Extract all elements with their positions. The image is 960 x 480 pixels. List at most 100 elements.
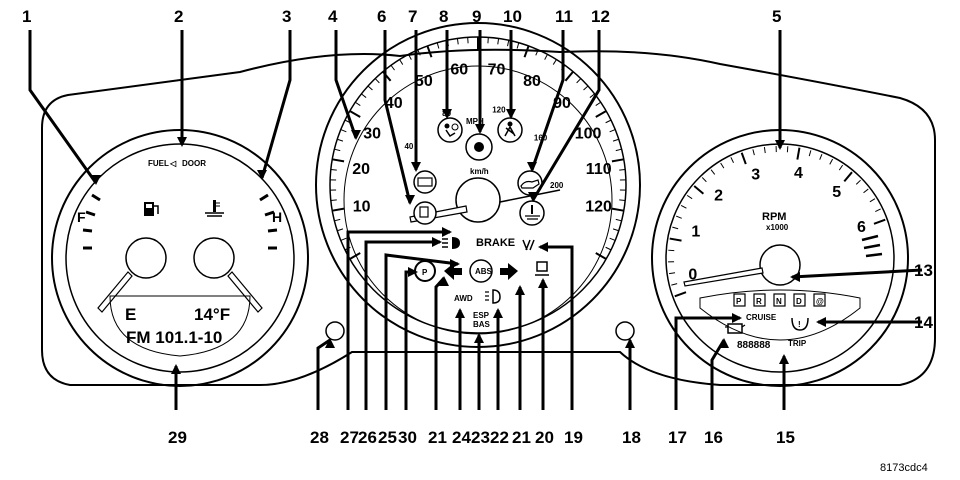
left-reset-button[interactable]: [325, 321, 345, 341]
arrowhead: [351, 130, 361, 140]
tach-tick: [669, 272, 676, 275]
parking-brake-icon: P: [414, 260, 436, 282]
arrowhead: [177, 137, 187, 147]
arrowhead: [625, 338, 635, 348]
speed-tick: [605, 119, 612, 124]
arrowhead: [515, 285, 525, 295]
abs-icon: ABS: [469, 259, 493, 283]
gear-box: [733, 293, 746, 307]
rpm-label: 0: [688, 266, 697, 283]
svg-text:ABS: ABS: [475, 267, 493, 276]
speed-tick: [417, 49, 421, 56]
mph-label: 30: [363, 126, 381, 143]
arrowhead: [475, 124, 485, 134]
callout-2: 2: [174, 7, 183, 26]
kmh-label: 160: [534, 134, 548, 143]
arrowhead: [442, 109, 452, 119]
callout-8: 8: [439, 7, 448, 26]
kmh-label: 40: [404, 142, 413, 151]
reference-code: 8173cdc4: [880, 462, 928, 474]
arrowhead: [816, 317, 826, 327]
tach-tick: [829, 158, 834, 165]
right-reset-button[interactable]: [615, 321, 635, 341]
svg-text:P: P: [422, 268, 428, 277]
speed-tick: [390, 64, 395, 71]
mph-label: 100: [575, 126, 602, 143]
mph-label: 70: [488, 61, 506, 78]
speed-tick: [612, 138, 619, 142]
fuel-pump-icon: [144, 202, 159, 216]
callout-28: 28: [310, 428, 329, 447]
leader-arrowheads: [91, 109, 826, 374]
speed-tick: [340, 129, 347, 133]
mph-label: 110: [586, 161, 612, 178]
cruise-label: CRUISE: [746, 313, 777, 322]
rpm-unit: RPM: [762, 211, 786, 223]
arrowhead: [439, 276, 449, 286]
speed-tick: [355, 101, 361, 107]
rpm-label: 3: [751, 166, 760, 183]
tach-tick: [869, 198, 876, 203]
arrowhead: [732, 313, 742, 323]
rpm-label: 2: [714, 187, 723, 204]
tach-tick: [669, 237, 682, 242]
fuel-icon: [413, 201, 437, 225]
tach-tick: [675, 215, 682, 219]
speed-tick: [576, 78, 582, 84]
arrowhead: [506, 109, 516, 119]
mph-label: 40: [385, 95, 403, 112]
tach-tick: [671, 283, 678, 286]
tach-tick: [693, 185, 705, 195]
callout-20: 20: [535, 428, 554, 447]
callout-18: 18: [622, 428, 641, 447]
callout-5: 5: [772, 7, 781, 26]
speed-tick: [619, 169, 626, 171]
door-label: DOOR: [182, 159, 206, 168]
fuel-temp-gauge: FUEL ◁ DOOR F H E 14°F FM 101.1-10: [51, 129, 309, 387]
arrowhead: [455, 308, 465, 318]
tach-tick: [863, 188, 869, 194]
arrowhead: [411, 162, 421, 172]
cluster-housing: [41, 48, 936, 386]
callout-16: 16: [704, 428, 723, 447]
arrowhead: [442, 227, 452, 237]
tach-tick: [855, 179, 861, 185]
mph-label: 80: [523, 73, 541, 90]
gear-label: @: [816, 297, 824, 306]
tach-tick: [843, 171, 853, 183]
rpm-multiplier: x1000: [766, 223, 789, 232]
kmh-label: 120: [492, 106, 506, 115]
speed-tick: [374, 78, 380, 84]
speed-tick: [456, 38, 459, 45]
tach-tick: [680, 204, 687, 209]
callout-10: 10: [503, 7, 522, 26]
radio-readout: FM 101.1-10: [126, 328, 222, 347]
callout-14: 14: [914, 313, 933, 332]
brake-label: BRAKE: [476, 237, 515, 249]
callout-6: 6: [377, 7, 386, 26]
callout-27: 27: [340, 428, 359, 447]
arrowhead: [719, 338, 729, 348]
arrowhead: [171, 364, 181, 374]
tach-tick: [740, 152, 747, 165]
speed-tick: [611, 158, 624, 163]
speed-tick: [583, 85, 589, 91]
arrowhead: [91, 175, 101, 185]
speed-tick: [337, 138, 344, 142]
tach-tick: [763, 147, 766, 154]
gear-box: [793, 293, 806, 307]
rpm-label: 4: [794, 165, 803, 182]
tach-tick: [873, 218, 886, 225]
speed-tick: [361, 93, 367, 98]
gear-box: [773, 293, 786, 307]
callout-15: 15: [776, 428, 795, 447]
speed-tick: [334, 148, 341, 152]
arrowhead: [325, 338, 335, 348]
svg-text:!: !: [798, 320, 801, 329]
coolant-temp-icon: [205, 200, 224, 217]
callout-21: 21: [512, 428, 531, 447]
arrowhead: [450, 259, 460, 269]
tach-tick: [808, 150, 812, 157]
